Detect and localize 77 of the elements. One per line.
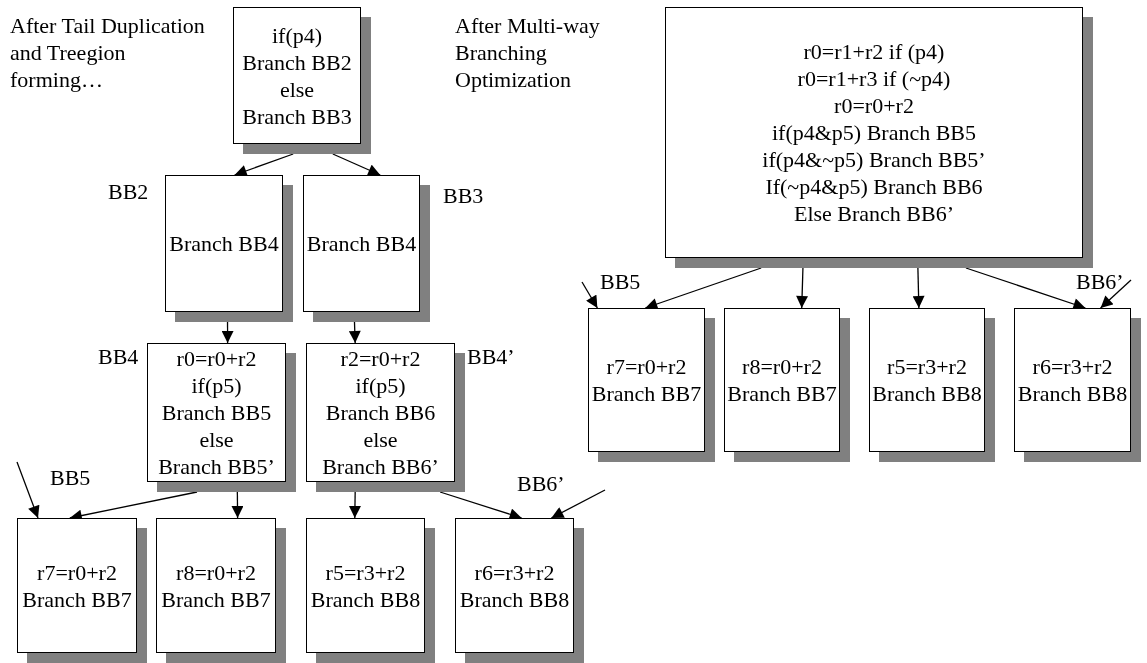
code-block-box	[156, 518, 286, 663]
block-label: BB5	[50, 464, 91, 491]
code-block-box	[165, 175, 293, 322]
code-line: Branch BB3	[242, 102, 352, 130]
code-line: Branch BB8	[459, 585, 570, 613]
code-block-box	[455, 518, 584, 663]
arrow	[231, 491, 244, 519]
code-line: Branch BB8	[310, 585, 421, 613]
code-line: Else Branch BB6’	[793, 200, 955, 227]
code-block-box	[306, 343, 465, 492]
code-line: r5=r3+r2	[325, 558, 406, 586]
code-line: Branch BB2	[242, 48, 352, 76]
code-block-box	[1014, 308, 1141, 462]
arrow	[644, 267, 762, 310]
code-line: if(p4&p5) Branch BB5	[771, 119, 977, 146]
arrow	[912, 267, 925, 309]
code-block-box	[17, 518, 147, 663]
code-block-box	[869, 308, 995, 462]
code-line: Branch BB7	[161, 585, 271, 613]
code-line: Branch BB5	[161, 399, 272, 426]
arrow	[550, 489, 606, 519]
code-line: r7=r0+r2	[37, 558, 117, 586]
arrow	[221, 321, 234, 344]
caption-text: After Multi-way Branching Optimization	[455, 12, 601, 93]
arrow	[581, 281, 598, 309]
block-label: BB5	[600, 268, 641, 295]
code-line: if(p4&~p5) Branch BB5’	[762, 146, 986, 173]
code-line: Branch BB4	[169, 230, 279, 257]
code-line: else	[199, 426, 234, 453]
block-label: BB4	[98, 343, 139, 370]
code-line: Branch BB7	[727, 380, 837, 407]
code-line: Branch BB5’	[158, 453, 275, 480]
code-line: r8=r0+r2	[742, 353, 822, 380]
code-line: if(p4)	[271, 21, 323, 49]
code-line: Branch BB8	[872, 380, 982, 407]
code-block-box	[665, 7, 1093, 268]
block-label: BB6’	[1076, 268, 1124, 295]
code-line: Branch BB7	[22, 585, 132, 613]
code-block-box	[233, 7, 371, 154]
caption-text: After Tail Duplication and Treegion forming…	[10, 12, 206, 93]
arrow	[332, 153, 381, 176]
code-line: else	[363, 426, 398, 453]
code-line: r2=r0+r2	[340, 345, 421, 372]
code-line: r7=r0+r2	[606, 353, 687, 380]
code-line: Branch BB8	[1017, 380, 1128, 407]
code-line: r0=r0+r2	[834, 92, 914, 119]
arrow	[16, 461, 40, 519]
arrow	[233, 153, 294, 177]
code-line: Branch BB4	[306, 230, 417, 257]
code-line: r5=r3+r2	[887, 353, 967, 380]
arrow	[965, 267, 1086, 310]
arrow	[348, 491, 361, 519]
code-line: else	[279, 75, 315, 103]
code-line: r6=r3+r2	[1032, 353, 1113, 380]
code-line: r8=r0+r2	[176, 558, 256, 586]
code-block-box	[303, 175, 430, 322]
code-block-box	[588, 308, 715, 462]
arrow	[796, 267, 809, 309]
code-line: Branch BB6’	[322, 453, 439, 480]
code-block-box	[147, 343, 296, 492]
arrow	[1099, 279, 1132, 309]
code-line: Branch BB6	[325, 399, 436, 426]
code-block-box	[306, 518, 435, 663]
code-line: If(~p4&p5) Branch BB6	[765, 173, 983, 200]
block-label: BB2	[108, 178, 149, 205]
code-line: if(p5)	[191, 372, 242, 399]
code-block-box	[724, 308, 850, 462]
code-line: r0=r1+r3 if (~p4)	[797, 65, 951, 92]
code-line: r0=r0+r2	[176, 345, 257, 372]
code-line: r6=r3+r2	[474, 558, 555, 586]
block-label: BB6’	[517, 470, 565, 497]
block-label: BB4’	[467, 343, 515, 370]
code-line: r0=r1+r2 if (p4)	[803, 38, 945, 65]
arrow	[348, 321, 361, 344]
code-line: if(p5)	[355, 372, 406, 399]
block-label: BB3	[443, 182, 484, 209]
code-line: Branch BB7	[591, 380, 702, 407]
